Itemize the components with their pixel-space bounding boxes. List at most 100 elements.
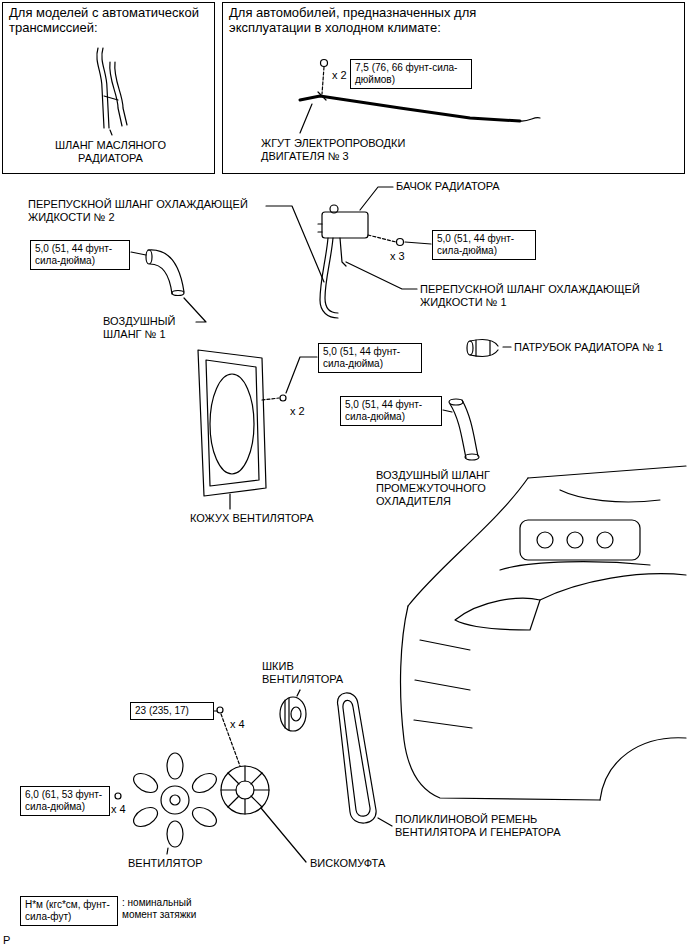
hose-line [115, 62, 127, 125]
leader-line [261, 808, 306, 862]
harness-line [300, 96, 520, 121]
quantity-mark: x 4 [230, 718, 245, 731]
torque-value: 6,0 (61, 53 фунт-сила-дюйма) [25, 789, 105, 813]
tank-body [322, 212, 368, 238]
leader-line [184, 298, 206, 322]
leader-line [443, 410, 452, 412]
bypass-hose [325, 238, 338, 313]
fan-blade [189, 770, 220, 797]
torque-value: 23 (235, 17) [135, 705, 209, 717]
fan-blade [189, 804, 220, 831]
fan-center [170, 795, 180, 805]
belt-outer [338, 693, 377, 823]
quantity-mark: x 2 [332, 69, 347, 82]
hose-line [148, 250, 184, 292]
hose-end [465, 454, 479, 460]
body-line [401, 606, 600, 800]
torque-box: 5,0 (51, 44 фунт-сила-дюйма) [340, 396, 442, 426]
engine-part [537, 532, 553, 548]
variant-heading: Для автомобилей, предназначенных для экс… [229, 6, 549, 36]
part-name: ЖГУТ ЭЛЕКТРОПРОВОДКИ ДВИГАТЕЛЯ № 3 [261, 137, 441, 162]
quantity-mark: x 3 [390, 250, 405, 263]
legend-text: : номинальный момент затяжки [122, 897, 222, 921]
bolt [115, 793, 121, 799]
leader-line [110, 130, 112, 135]
legend-sample-box: Н*м (кгс*см, фунт-сила-фут) [20, 896, 118, 926]
hood-line [528, 466, 686, 478]
torque-value: 5,0 (51, 44 фунт-сила-дюйма) [345, 399, 437, 423]
hose-clip [104, 96, 118, 100]
leader-line [167, 848, 168, 854]
leader-line [229, 494, 230, 509]
leader-line [378, 818, 392, 826]
quantity-mark: x 4 [111, 803, 126, 816]
headlight [455, 598, 540, 630]
coupling-body [221, 766, 269, 814]
leader-line [286, 357, 317, 393]
leader-line [131, 252, 146, 255]
wire-harness [300, 60, 540, 134]
pipe-line [470, 340, 498, 357]
fluid-coupling [214, 707, 306, 862]
part-name: ШКИВ ВЕНТИЛЯТОРА [262, 660, 354, 686]
tank-bracket [318, 224, 322, 232]
leader-line [405, 242, 431, 244]
hose-line [462, 400, 478, 456]
part-name: ШЛАНГ МАСЛЯНОГО РАДИАТОРА [38, 139, 183, 164]
part-name: ПОЛИКЛИНОВОЙ РЕМЕНЬ ВЕНТИЛЯТОРА И ГЕНЕРА… [395, 813, 595, 839]
torque-box: 5,0 (51, 44 фунт-сила-дюйма) [30, 240, 130, 270]
air-hose [131, 250, 206, 322]
fan-pulley [280, 690, 306, 731]
engine-cover [520, 520, 640, 560]
harness-clip [318, 92, 326, 100]
dashed-line [368, 235, 396, 242]
part-name: ПАТРУБОК РАДИАТОРА № 1 [514, 341, 663, 354]
drawing [97, 48, 686, 862]
variant-box: Для моделей с автоматической трансмиссие… [2, 2, 215, 174]
engine-part [567, 532, 583, 548]
leader-line [503, 346, 511, 347]
fender-line [540, 574, 686, 600]
torque-box: 5,0 (51, 44 фунт-сила-дюйма) [432, 230, 536, 260]
belt-inner [343, 700, 370, 816]
part-name: ВОЗДУШНЫЙ ШЛАНГ ПРОМЕЖУТОЧНОГО ОХЛАДИТЕЛ… [376, 469, 504, 509]
hose-line [150, 264, 172, 294]
quantity-mark: x 2 [290, 405, 305, 418]
part-name: ВИСКОМУФТА [310, 857, 385, 870]
tank-cap [330, 205, 338, 213]
torque-value: 5,0 (51, 44 фунт-сила-дюйма) [35, 243, 125, 267]
fan-blade [167, 753, 183, 779]
leader-line [360, 187, 393, 210]
bolt [217, 707, 223, 713]
bypass-hose [340, 238, 346, 266]
leader-line [266, 206, 324, 282]
leader-line [300, 104, 312, 133]
shroud-ring [210, 374, 254, 474]
dashed-line [322, 67, 324, 94]
shroud-outline [198, 350, 266, 496]
torque-value: Н*м (кгс*см, фунт-сила-фут) [25, 899, 113, 923]
engine-part [597, 532, 613, 548]
coupling-fins [221, 766, 269, 814]
wheel-arch [600, 738, 686, 800]
torque-value: 5,0 (51, 44 фунт-сила-дюйма) [323, 346, 417, 370]
oil-cooler-hose [97, 48, 127, 135]
bolt [397, 239, 404, 246]
pipe-clamp [476, 340, 490, 356]
grille [414, 640, 472, 728]
dashed-line [262, 398, 279, 400]
fan-hub [161, 786, 189, 814]
torque-value: 5,0 (51, 44 фунт-сила-дюйма) [437, 233, 531, 257]
fan-blade [167, 821, 183, 847]
shroud-inner [206, 360, 259, 486]
radiator-pipe [467, 340, 511, 357]
bolt [280, 395, 286, 401]
fan-blade [130, 804, 161, 831]
torque-box: 6,0 (61, 53 фунт-сила-дюйма) [20, 786, 110, 816]
torque-box: 23 (235, 17) [130, 702, 214, 720]
fan [115, 753, 220, 854]
part-name: ПЕРЕПУСКНОЙ ШЛАНГ ОХЛАЖДАЮЩЕЙ ЖИДКОСТИ №… [420, 283, 660, 309]
part-name: КОЖУХ ВЕНТИЛЯТОРА [190, 512, 314, 525]
page-code: P [3, 934, 10, 947]
